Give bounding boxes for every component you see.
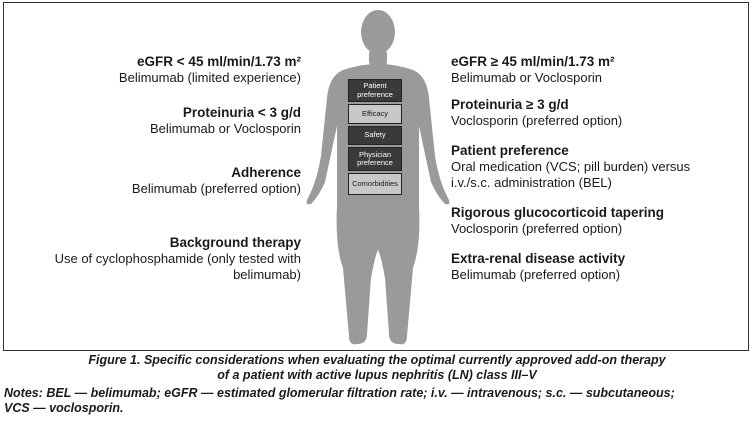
right-block-glucocorticoid-tapering: Rigorous glucocorticoid tapering Voclosp…	[451, 205, 664, 237]
left-heading: eGFR < 45 ml/min/1.73 m²	[137, 54, 301, 69]
right-line: Belimumab (preferred option)	[451, 267, 621, 282]
left-block-background-therapy: Background therapy Use of cyclophosphami…	[55, 235, 301, 283]
right-block-extra-renal: Extra-renal disease activity Belimumab (…	[451, 251, 625, 283]
left-block-adherence: Adherence Belimumab (preferred option)	[132, 165, 301, 197]
right-block-proteinuria-high: Proteinuria ≥ 3 g/d Voclosporin (preferr…	[451, 97, 622, 129]
right-heading: Rigorous glucocorticoid tapering	[451, 205, 665, 220]
left-block-egfr-low: eGFR < 45 ml/min/1.73 m² Belimumab (limi…	[119, 54, 301, 86]
panel-patient-preference: Patient preference	[348, 79, 402, 102]
left-block-proteinuria-low: Proteinuria < 3 g/d Belimumab or Voclosp…	[150, 105, 301, 137]
left-line: Belimumab (preferred option)	[131, 181, 301, 196]
left-heading: Background therapy	[169, 235, 301, 250]
right-block-egfr-high: eGFR ≥ 45 ml/min/1.73 m² Belimumab or Vo…	[451, 54, 614, 86]
left-line: belimumab)	[233, 267, 301, 282]
right-heading: eGFR ≥ 45 ml/min/1.73 m²	[451, 54, 615, 69]
figure-caption: Figure 1. Specific considerations when e…	[0, 353, 754, 383]
right-heading: Patient preference	[451, 143, 569, 158]
right-line: Oral medication (VCS; pill burden) versu…	[451, 159, 691, 174]
right-block-patient-preference: Patient preference Oral medication (VCS;…	[451, 143, 690, 191]
left-heading: Proteinuria < 3 g/d	[182, 105, 301, 120]
left-line: Use of cyclophosphamide (only tested wit…	[54, 251, 301, 266]
figure-notes: Notes: BEL — belimumab; eGFR — estimated…	[4, 386, 750, 416]
panel-safety: Safety	[348, 126, 402, 145]
caption-line: Figure 1. Specific considerations when e…	[88, 353, 666, 367]
right-line: Belimumab or Voclosporin	[451, 70, 603, 85]
right-line: Voclosporin (preferred option)	[451, 113, 623, 128]
right-heading: Extra-renal disease activity	[451, 251, 626, 266]
right-line: i.v./s.c. administration (BEL)	[451, 175, 612, 190]
right-heading: Proteinuria ≥ 3 g/d	[451, 97, 569, 112]
caption-line: of a patient with active lupus nephritis…	[217, 368, 537, 382]
left-heading: Adherence	[231, 165, 301, 180]
notes-line: Notes: BEL — belimumab; eGFR — estimated…	[4, 386, 675, 400]
panel-physician-preference: Physician preference	[348, 147, 402, 171]
figure-frame	[3, 2, 749, 351]
left-line: Belimumab (limited experience)	[118, 70, 301, 85]
panel-comorbidities: Comorbidities	[348, 173, 402, 195]
human-silhouette	[306, 10, 450, 345]
notes-line: VCS — voclosporin.	[4, 401, 124, 415]
left-line: Belimumab or Voclosporin	[149, 121, 301, 136]
right-line: Voclosporin (preferred option)	[451, 221, 623, 236]
panel-efficacy: Efficacy	[348, 104, 402, 124]
